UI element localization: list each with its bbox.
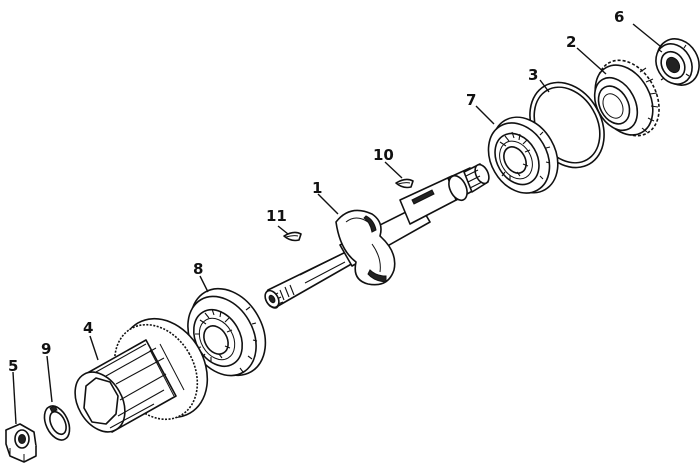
part-10-key [395, 178, 414, 189]
part-11-key [283, 231, 302, 242]
part-9-washer [43, 405, 71, 441]
leader-lines [12, 23, 661, 425]
callout-2: 2 [566, 33, 576, 51]
callout-4: 4 [83, 319, 93, 337]
callout-6: 6 [614, 8, 624, 26]
callout-5: 5 [8, 357, 18, 375]
callout-10: 10 [373, 146, 394, 164]
callout-1: 1 [312, 179, 322, 197]
part-2-gear [593, 59, 660, 137]
callout-labels: 6 2 3 7 10 1 11 8 4 9 5 [8, 8, 624, 375]
callout-7: 7 [466, 91, 476, 109]
part-4-hub [74, 317, 209, 433]
callout-8: 8 [193, 260, 203, 278]
part-5-nut [5, 423, 37, 463]
callout-11: 11 [266, 207, 287, 225]
part-6-small-bearing [655, 38, 700, 86]
callout-3: 3 [528, 66, 538, 84]
part-1-shaft [264, 163, 490, 309]
callout-9: 9 [41, 340, 51, 358]
part-7-bearing [487, 116, 559, 194]
